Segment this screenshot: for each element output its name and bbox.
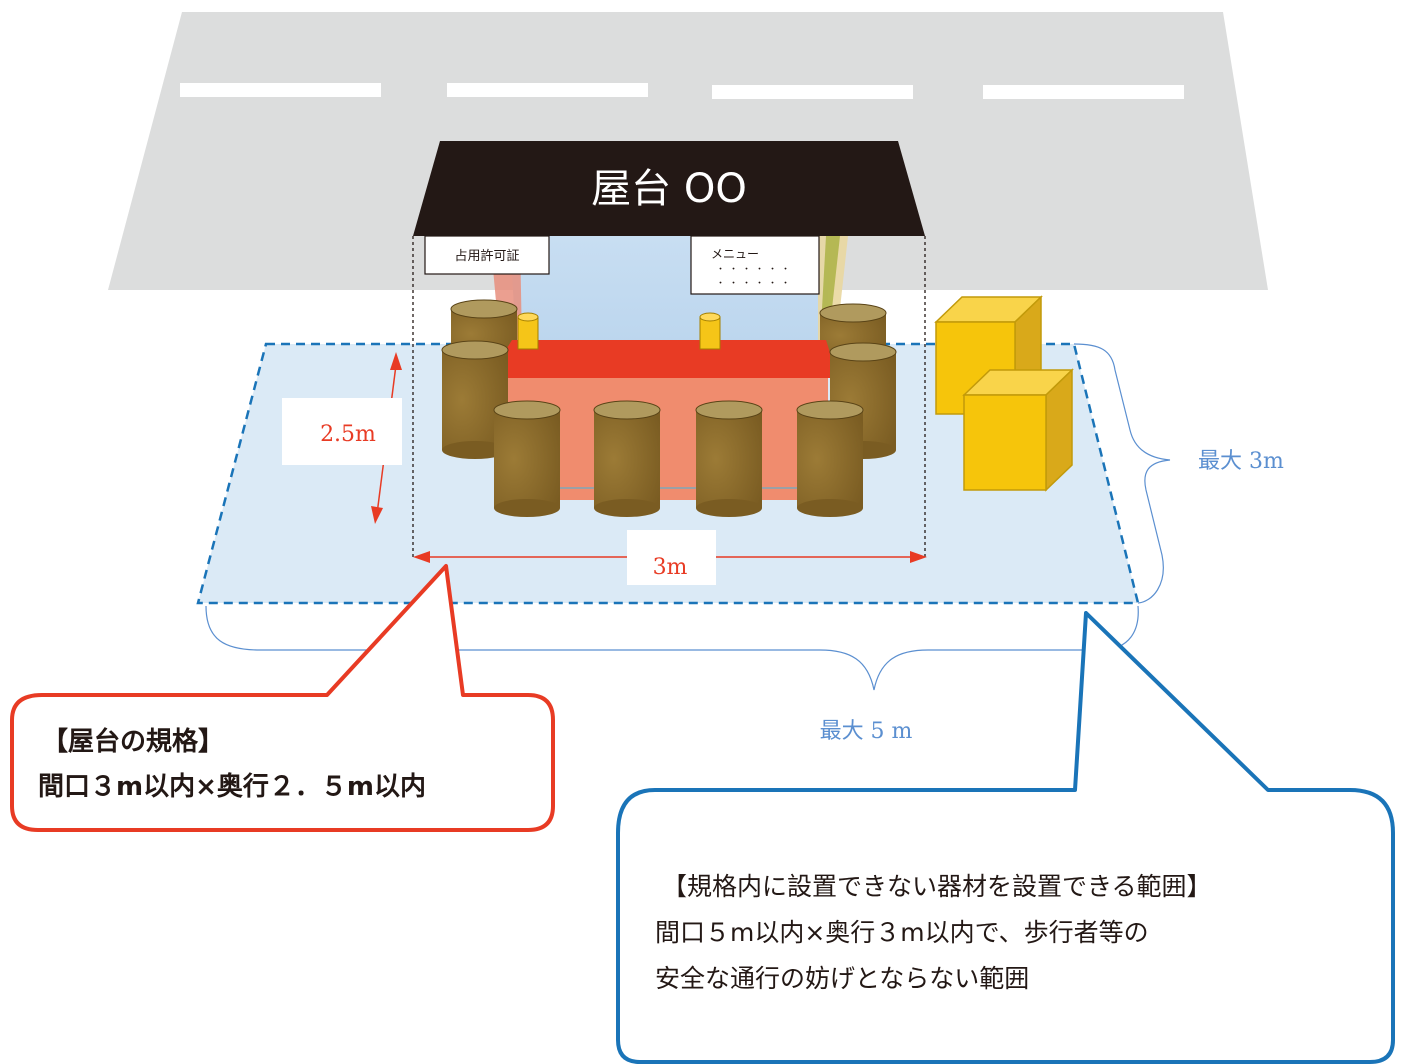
stall-spec-title: 【屋台の規格】	[42, 726, 224, 757]
equipment-area-title: 【規格内に設置できない器材を設置できる範囲】	[662, 872, 1212, 901]
roof-sign	[413, 141, 925, 236]
equipment-area-line1: 間口５m以内×奥行３m以内で、歩行者等の	[655, 918, 1149, 947]
menu-dots-1: ・・・・・・	[716, 265, 794, 275]
equipment-area-line2: 安全な通行の妨げとならない範囲	[655, 964, 1029, 993]
depth-label-box	[282, 398, 402, 465]
lane-mark-3	[712, 85, 913, 99]
lane-mark-1	[180, 83, 381, 97]
counter-top	[488, 340, 838, 378]
cups	[517, 312, 721, 350]
max-depth-label: 最大 3m	[1198, 449, 1284, 474]
stall-body	[508, 376, 828, 500]
equipment-area-callout	[616, 611, 1395, 1064]
permit-card	[424, 235, 550, 275]
menu-label: メニュー	[711, 247, 759, 261]
depth-label: 2.5m	[320, 422, 376, 447]
lane-mark-2	[447, 83, 648, 97]
stall-name: 屋台 OO	[591, 166, 747, 212]
max-depth-brace	[1073, 343, 1171, 604]
stall-spec-line1: 間口３m以内×奥行２．５m以内	[38, 771, 426, 802]
width-label-box	[627, 530, 716, 585]
lane-mark-4	[983, 85, 1184, 99]
front-stools	[493, 400, 864, 517]
menu-dots-2: ・・・・・・	[716, 279, 794, 289]
stall-spec-callout	[10, 564, 555, 832]
width-label: 3m	[653, 555, 688, 580]
permit-label: 占用許可証	[454, 249, 519, 264]
max-width-label: 最大 5 m	[820, 719, 913, 744]
equipment-boxes	[934, 295, 1074, 492]
menu-card	[690, 235, 820, 295]
